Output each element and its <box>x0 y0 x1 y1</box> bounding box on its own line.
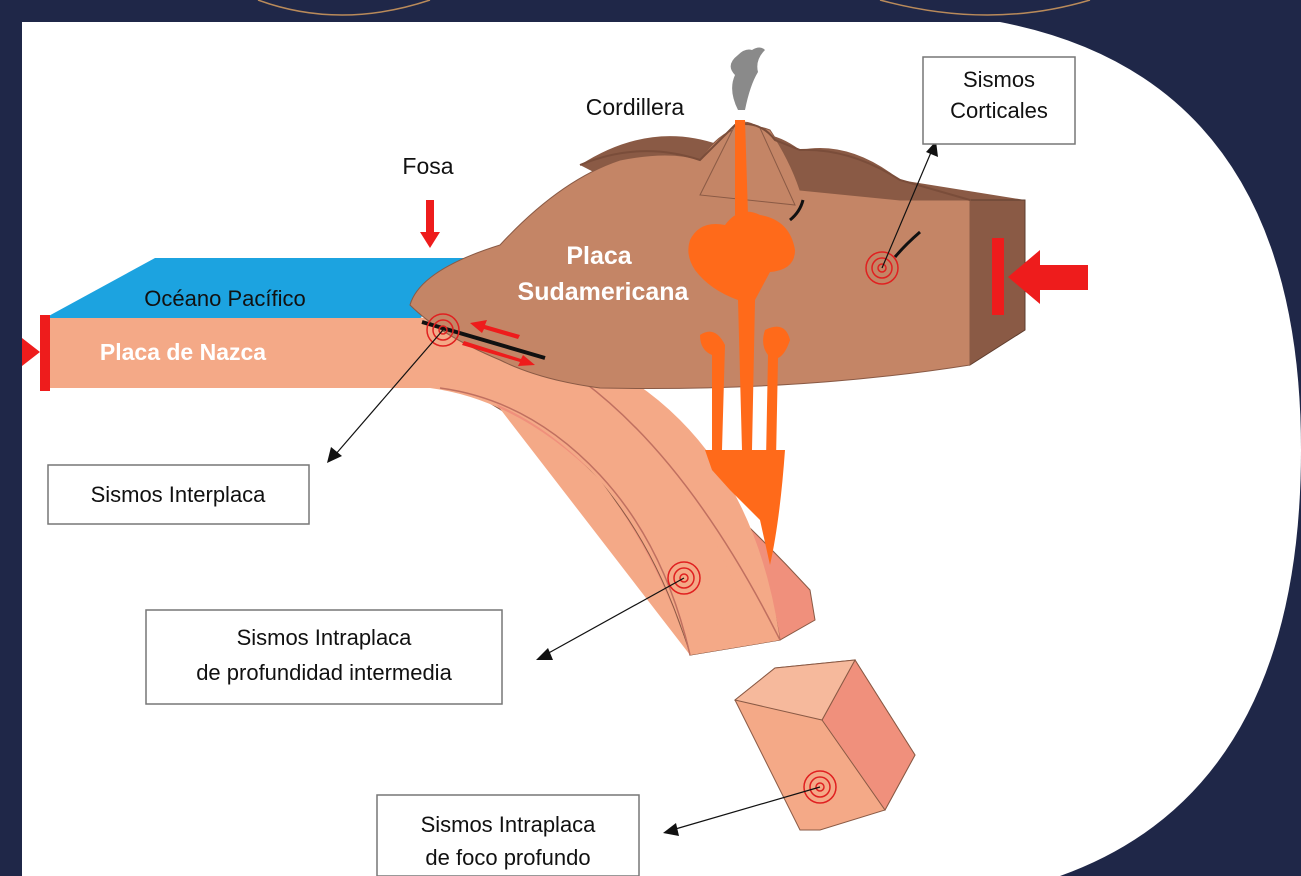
callout-corticales-line1: Sismos <box>963 67 1035 92</box>
label-cordillera: Cordillera <box>586 94 685 120</box>
nazca-push-bar <box>40 315 50 391</box>
label-fosa: Fosa <box>402 153 453 179</box>
label-placa-nazca: Placa de Nazca <box>100 339 266 365</box>
callout-interplaca: Sismos Interplaca <box>91 482 267 507</box>
label-oceano: Océano Pacífico <box>144 286 305 311</box>
callout-intermedia-line2: de profundidad intermedia <box>196 660 452 685</box>
decor-oval-right <box>880 0 1090 15</box>
continent-push-bar <box>992 238 1004 315</box>
callout-profundo-line1: Sismos Intraplaca <box>421 812 597 837</box>
callout-corticales-line2: Corticales <box>950 98 1048 123</box>
label-placa-sud-2: Sudamericana <box>518 278 690 306</box>
callout-intermedia-line1: Sismos Intraplaca <box>237 625 413 650</box>
decor-oval-left <box>258 0 430 15</box>
label-placa-sud-1: Placa <box>566 242 632 270</box>
callout-profundo-line2: de foco profundo <box>425 845 590 870</box>
